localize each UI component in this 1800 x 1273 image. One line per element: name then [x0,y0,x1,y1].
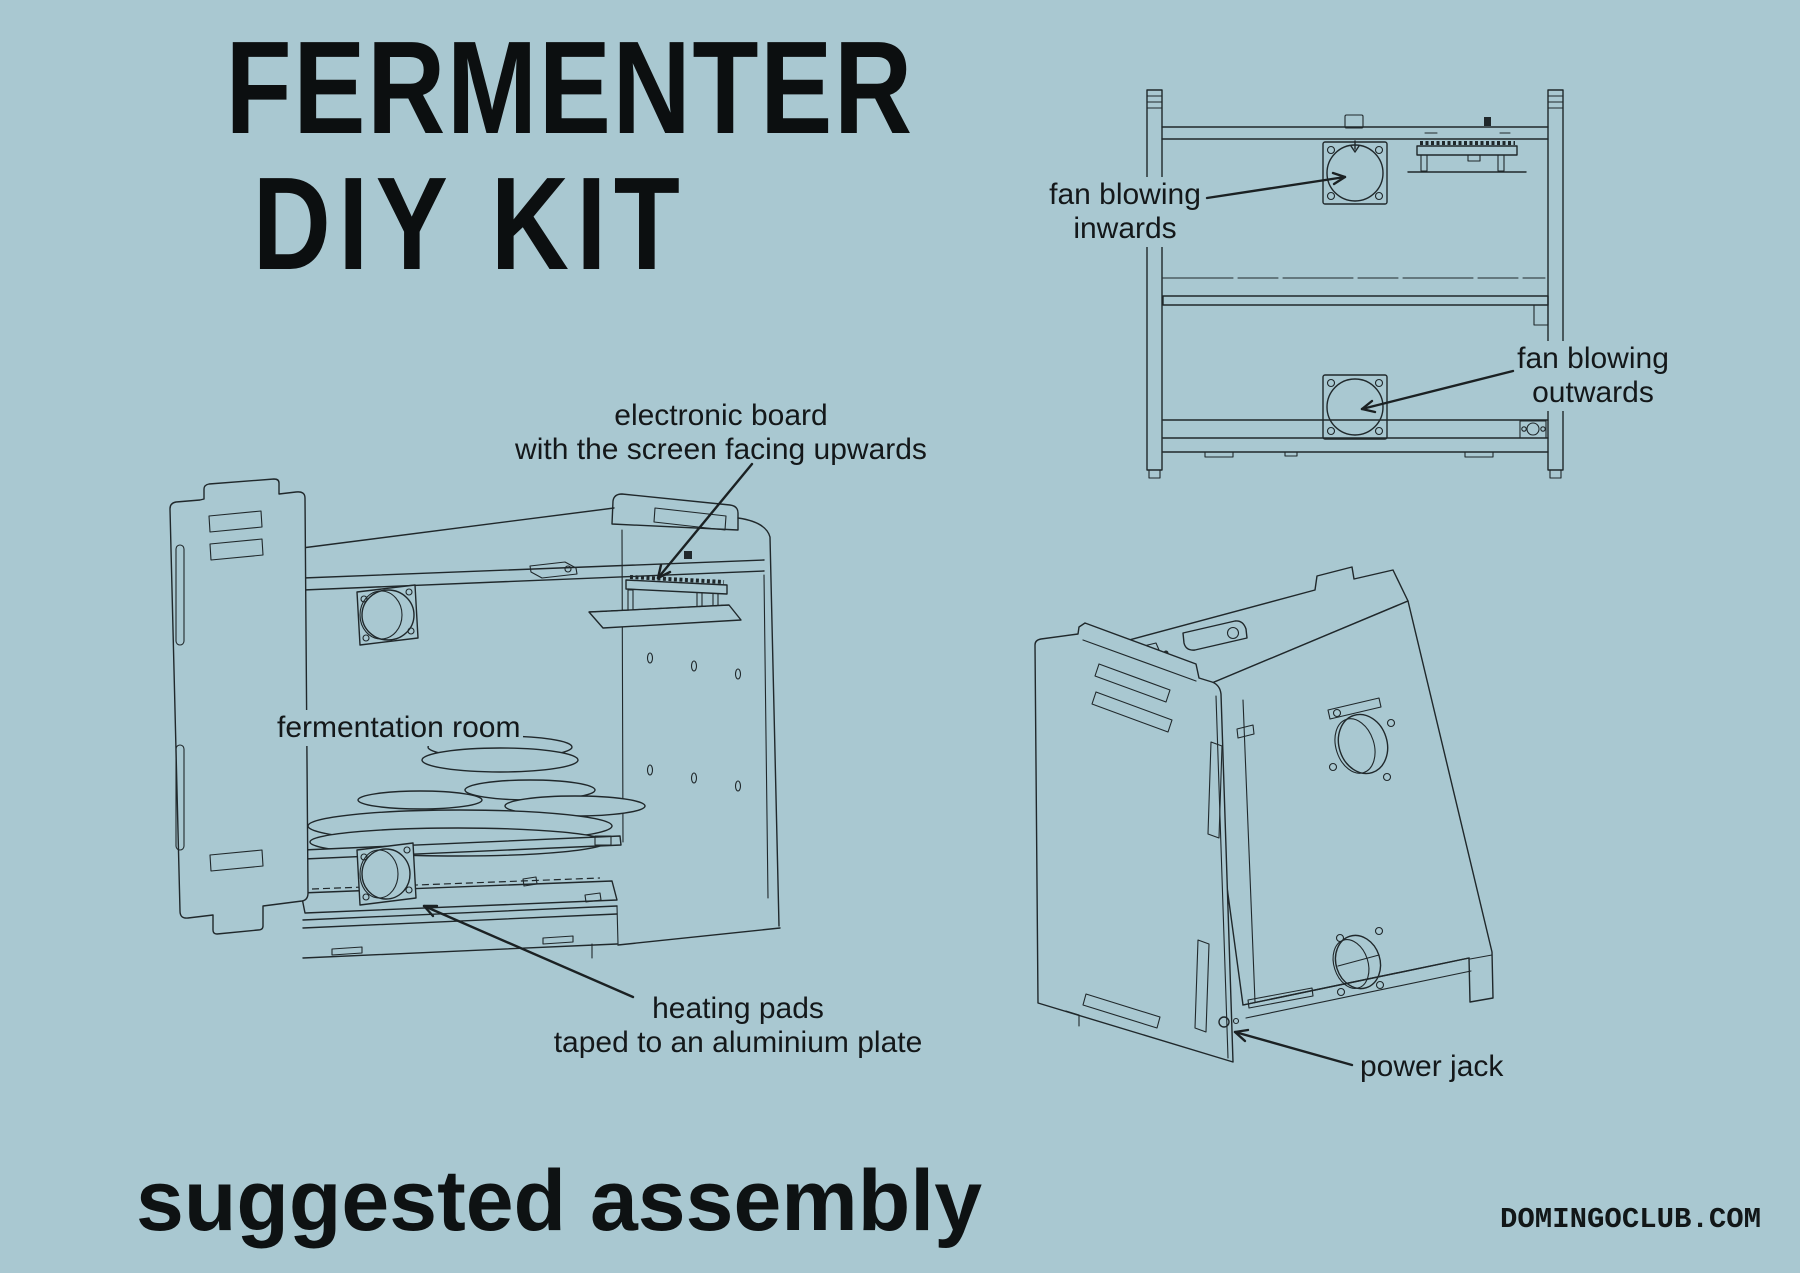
bottom-skirt [302,905,781,959]
bottom-beam [1162,419,1549,458]
back-wall [621,529,769,899]
power-jack-icon [1218,1016,1240,1028]
caption-suggested-assembly: suggested assembly [136,1153,983,1249]
lower-fan-icon [356,842,417,906]
shelf-tab-slot [1327,697,1382,720]
airflow-down-arrow [1350,140,1360,153]
left-post [1146,89,1163,479]
label-fan-outwards: fan blowing outwards [1490,341,1696,411]
figure-frame-front-view [1146,89,1564,479]
right-face [1199,600,1494,1019]
fan-inwards-icon [1322,140,1388,205]
left-side-panel [169,478,309,935]
figure-assembled-fermenter [1034,566,1494,1063]
title-line-1: FERMENTER [225,14,914,161]
top-beam [1161,114,1549,140]
latch-piece-on-roof [529,561,578,579]
electronic-board-icon [588,575,742,629]
board-mounting-plate [588,604,742,629]
back-handle-piece [611,493,739,531]
latch-top [1344,114,1364,129]
label-power-jack: power jack [1357,1049,1507,1085]
label-heating-pads: heating pads taped to an aluminium plate [485,991,991,1061]
upper-fan-icon [356,584,419,646]
knob-icon [684,551,692,559]
right-post [1547,89,1564,479]
page-title: FERMENTER DIY KIT [150,20,913,297]
vent-holes [646,652,742,792]
handle-slot [208,510,263,533]
fan-outwards-icon [1322,374,1388,440]
title-line-2: DIY KIT [252,149,688,297]
lower-fan-hole-icon [1332,926,1385,997]
upper-fan-hole-icon [1328,708,1396,782]
label-fan-inwards: fan blowing inwards [1022,177,1228,247]
power-fitting-icon [1519,420,1547,439]
label-fermentation-room: fermentation room [274,710,524,746]
label-electronic-board: electronic board with the screen facing … [468,398,974,468]
electronic-board-side-icon [1407,141,1527,173]
website-url: DOMINGOCLUB.COM [1500,1203,1762,1236]
mid-shelf [1162,295,1549,326]
front-left-panel [1034,622,1234,1063]
handle-slot [1094,663,1171,703]
